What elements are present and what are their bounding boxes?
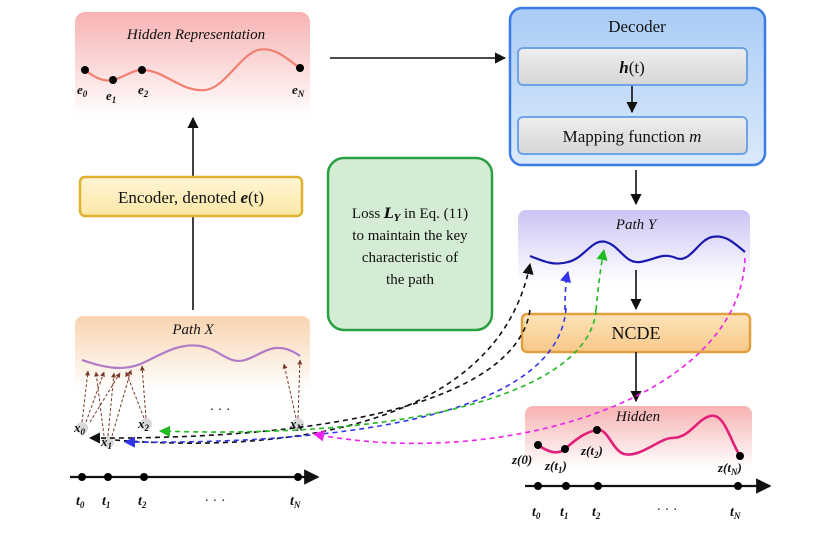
x1-label: x1 xyxy=(100,434,112,451)
decoder-panel: Decoder h(t) Mapping function m xyxy=(508,6,767,167)
x2-point xyxy=(140,418,152,430)
e1-point xyxy=(109,76,117,84)
x0-label: x0 xyxy=(73,420,86,437)
ncde-box: NCDE xyxy=(520,312,752,354)
time-axis-left-ellipsis: · · · xyxy=(205,494,226,509)
hidden-title: Hidden xyxy=(615,409,660,425)
loss-line1: Loss LY in Eq. (11) xyxy=(352,206,468,224)
h-of-t-box xyxy=(517,47,748,86)
t1-left-label: t1 xyxy=(102,494,110,510)
t1-right-label: t1 xyxy=(560,505,568,521)
hidden-panel: Hidden z(0) z(t1) z(t2) z(tN) xyxy=(511,406,752,477)
ncde-label: NCDE xyxy=(612,323,661,343)
path-x-box xyxy=(75,316,310,390)
dashed-arrow-blue xyxy=(123,307,567,448)
e2-point xyxy=(138,66,146,74)
t2-right-label: t2 xyxy=(592,505,601,521)
h-of-t-label: h(t) xyxy=(619,58,645,77)
eN-point xyxy=(296,64,304,72)
loss-box: Loss LY in Eq. (11) to maintain the key … xyxy=(326,156,494,332)
time-axis-left: t0 t1 t2 tN · · · xyxy=(70,469,320,510)
t0-left-label: t0 xyxy=(76,494,85,510)
decoder-title: Decoder xyxy=(608,17,666,36)
x2-label: x2 xyxy=(137,416,150,433)
dashed-arrow-magenta xyxy=(312,257,746,445)
path-x-curve xyxy=(81,344,301,370)
zN-point xyxy=(736,452,744,460)
mapping-function-box xyxy=(517,116,748,155)
mapping-function-label: Mapping function m xyxy=(563,127,702,146)
loss-line2: to maintain the key xyxy=(352,228,468,244)
e1-label: e1 xyxy=(106,88,116,105)
loss-line4: the path xyxy=(386,272,434,288)
dashed-arrow-green-up xyxy=(595,248,608,311)
path-y-panel: Path Y xyxy=(518,210,750,282)
hidden-representation-box xyxy=(75,12,310,116)
hidden-box xyxy=(525,406,752,468)
e0-point xyxy=(81,66,89,74)
z0-label: z(0) xyxy=(511,452,532,467)
hidden-representation-panel: Hidden Representation e0 e1 e2 eN xyxy=(75,12,310,116)
loss-line3: characteristic of xyxy=(362,250,458,266)
hidden-representation-title: Hidden Representation xyxy=(126,27,265,43)
z2-label: z(t2) xyxy=(580,443,603,460)
time-axis-right: t0 t1 t2 tN · · · xyxy=(525,478,772,521)
path-y-box xyxy=(518,210,750,282)
e2-label: e2 xyxy=(138,82,149,99)
e0-label: e0 xyxy=(77,82,88,99)
z2-point xyxy=(593,426,601,434)
tN-right-label: tN xyxy=(730,505,741,521)
path-y-curve xyxy=(529,235,746,265)
path-y-title: Path Y xyxy=(615,217,658,233)
dashed-connections xyxy=(88,248,746,448)
path-x-sampling-arrows xyxy=(81,359,303,437)
eN-label: eN xyxy=(292,82,305,99)
path-x-panel: Path X x0 x1 x2 xN · · · xyxy=(73,316,310,451)
tN-left-label: tN xyxy=(290,494,301,510)
t2-left-label: t2 xyxy=(138,494,147,510)
dashed-arrow-black-return xyxy=(88,309,531,444)
dashed-arrow-green xyxy=(158,309,597,437)
zN-label: z(tN) xyxy=(717,460,742,477)
path-x-ellipsis: · · · xyxy=(210,403,231,418)
path-x-title: Path X xyxy=(171,322,214,338)
x1-point xyxy=(102,436,114,448)
encoder-box: Encoder, denoted e(t) xyxy=(78,175,304,218)
z1-point xyxy=(561,445,569,453)
z1-label: z(t1) xyxy=(544,458,567,475)
dashed-arrow-blue-up xyxy=(560,270,571,311)
t0-right-label: t0 xyxy=(532,505,541,521)
z0-point xyxy=(534,441,542,449)
x0-point xyxy=(76,422,88,434)
time-axis-right-ellipsis: · · · xyxy=(657,503,678,518)
encoder-label: Encoder, denoted e(t) xyxy=(118,188,264,207)
